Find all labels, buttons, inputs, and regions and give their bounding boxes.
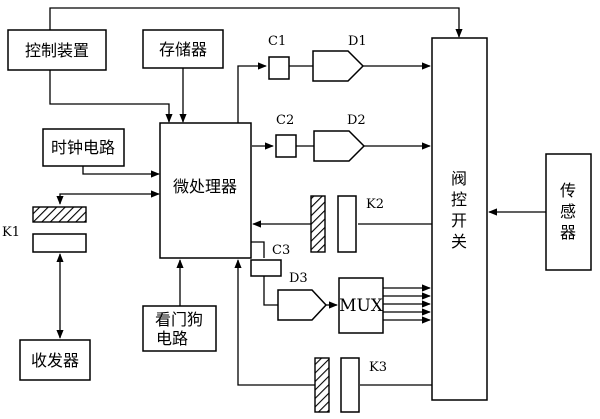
mcu-to-k1-wire	[56, 190, 160, 205]
c3-to-d3-wire	[263, 276, 278, 306]
mcu-to-c3-wire	[251, 241, 265, 258]
watchdog-label-line2: 电路	[156, 329, 188, 348]
microprocessor-block: 微处理器	[159, 122, 252, 259]
clock-circuit-block: 时钟电路	[42, 128, 125, 167]
valve-switch-block: 阀 控 开 关	[431, 37, 488, 401]
d2-driver: D2	[313, 113, 366, 162]
d2-label: D2	[347, 113, 366, 128]
k1-relay: K1	[2, 206, 87, 253]
sensor-char-1: 传	[560, 181, 576, 200]
c2-label: C2	[276, 113, 294, 128]
mcu-to-c1-wire	[237, 62, 267, 123]
clock-to-mcu-wire	[82, 166, 160, 178]
c1-label: C1	[268, 34, 286, 49]
watchdog-block: 看门狗 电路	[142, 305, 217, 352]
control-to-valve-wire	[49, 7, 463, 38]
k2-label: K2	[366, 197, 384, 212]
control-to-mcu-wire	[49, 70, 173, 123]
k3-to-mcu-wire	[234, 259, 315, 386]
watchdog-label-line1: 看门狗	[155, 310, 203, 329]
valve-switch-char-3: 开	[451, 211, 467, 230]
microprocessor-label: 微处理器	[173, 177, 237, 196]
c2-capacitor: C2	[275, 113, 297, 158]
control-device-label: 控制装置	[25, 41, 89, 60]
d1-driver: D1	[312, 34, 367, 82]
transceiver-block: 收发器	[19, 339, 91, 381]
valve-switch-char-2: 控	[451, 190, 467, 209]
mux-block: MUX	[338, 277, 384, 334]
memory-label: 存储器	[159, 40, 207, 59]
k2-relay: K2	[310, 195, 384, 253]
control-device-block: 控制装置	[7, 29, 107, 71]
c3-capacitor: C3	[250, 243, 290, 277]
c3-label: C3	[272, 243, 290, 258]
sensor-char-3: 器	[560, 223, 576, 242]
sensor-char-2: 感	[560, 202, 576, 221]
k1-label: K1	[2, 225, 20, 240]
d3-driver: D3	[277, 271, 328, 321]
memory-block: 存储器	[142, 29, 224, 69]
sensor-block: 传 感 器	[545, 153, 592, 271]
mux-label: MUX	[339, 296, 384, 316]
valve-switch-char-1: 阀	[451, 169, 467, 188]
transceiver-label: 收发器	[31, 351, 79, 370]
d3-label: D3	[289, 271, 308, 286]
k3-label: K3	[369, 360, 387, 375]
valve-switch-char-4: 关	[451, 232, 467, 251]
clock-circuit-label: 时钟电路	[51, 138, 115, 157]
d1-label: D1	[348, 34, 367, 49]
k3-relay: K3	[314, 357, 387, 413]
c1-capacitor: C1	[268, 34, 290, 80]
